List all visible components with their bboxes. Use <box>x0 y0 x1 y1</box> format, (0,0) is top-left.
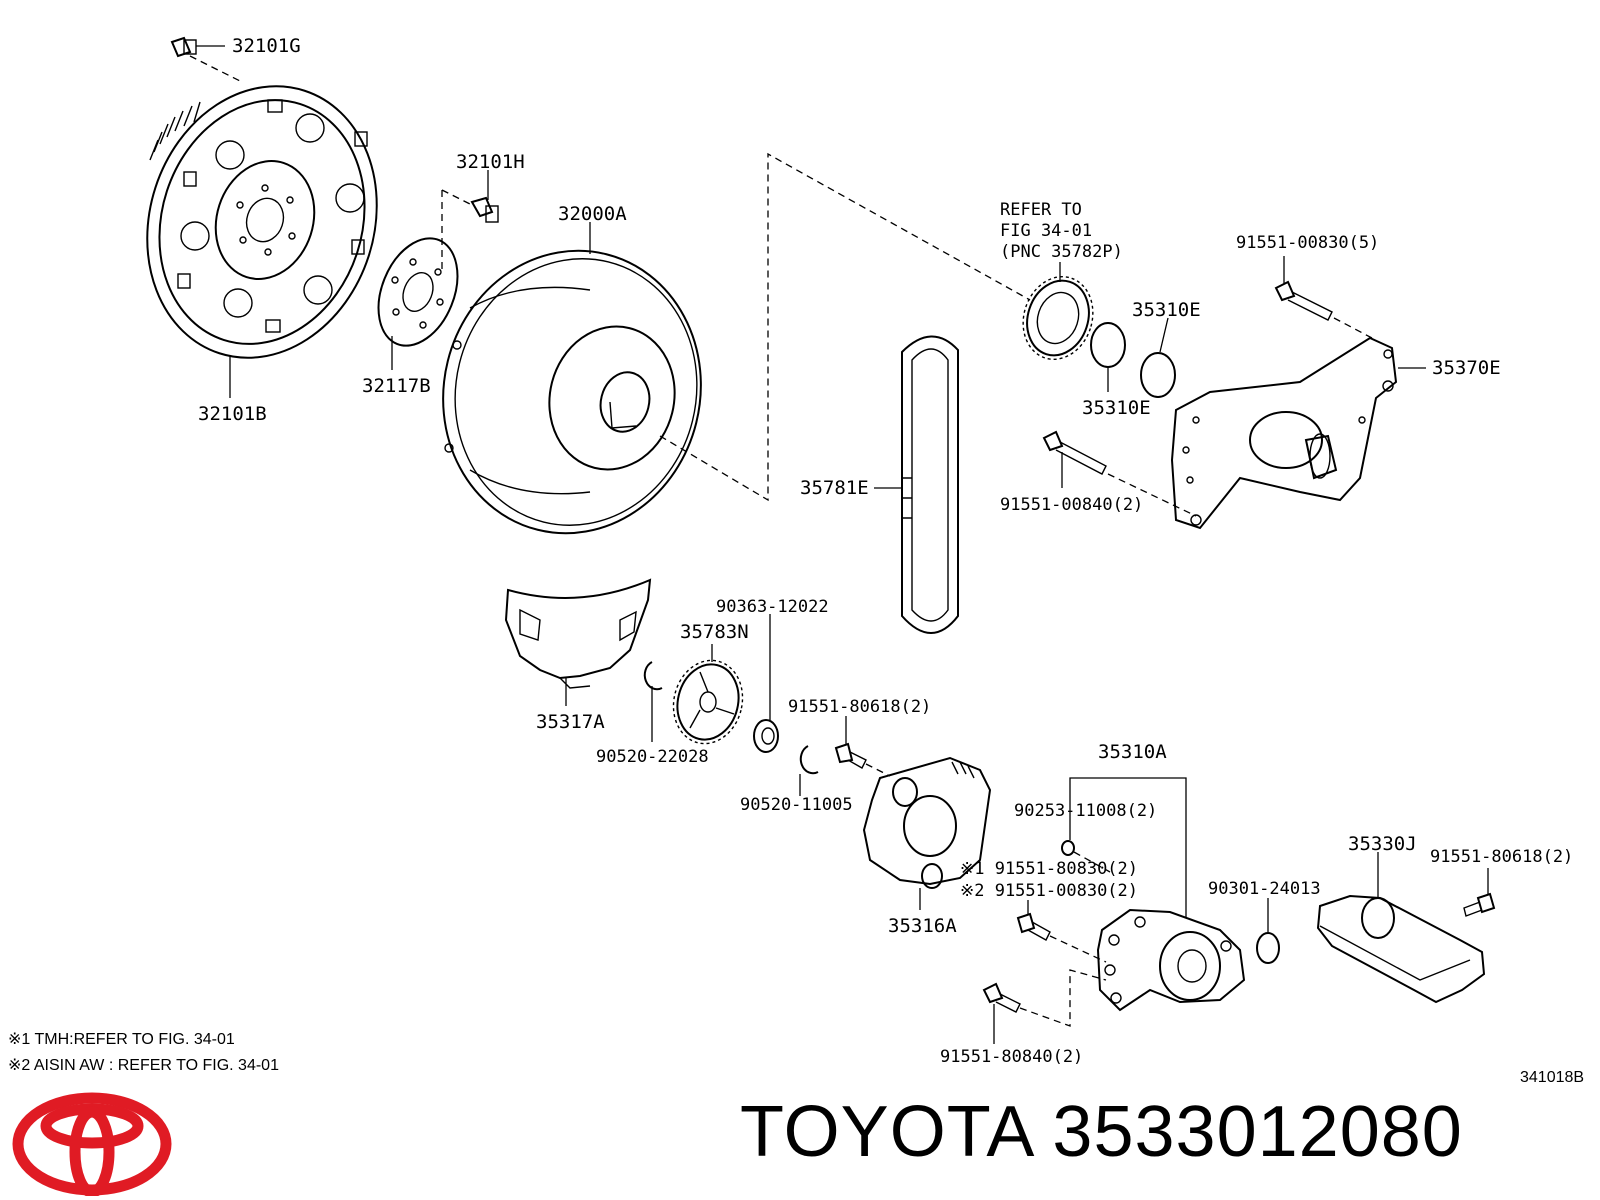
fastener-label: ※1 91551-80830(2) <box>960 859 1138 879</box>
fastener-label: 90253-11008(2) <box>1014 801 1157 821</box>
footnote: ※1 TMH:REFER TO FIG. 34-01 <box>8 1031 235 1048</box>
drive-chain-drawing <box>901 335 959 634</box>
bearing-icon <box>753 719 779 753</box>
bolt-icon <box>1042 430 1107 475</box>
bolt-icon <box>1016 912 1051 941</box>
drive-plate-drawing <box>377 237 459 347</box>
o-ring-icon <box>1140 352 1176 398</box>
bolt-icon <box>1463 892 1496 917</box>
snap-ring-icon <box>799 745 819 775</box>
driven-sprocket-drawing <box>672 659 744 745</box>
baffle-plate-drawing <box>504 578 652 689</box>
reference-note-line: REFER TO <box>1000 200 1082 220</box>
fastener-label: 91551-80618(2) <box>1430 847 1573 867</box>
o-ring-icon <box>1090 322 1126 368</box>
reference-note-line: (PNC 35782P) <box>1000 242 1123 262</box>
bolt-icon <box>1274 280 1333 321</box>
part-label: 32101H <box>456 151 525 173</box>
fastener-label: 90363-12022 <box>716 597 829 617</box>
bolt-icon <box>982 982 1021 1013</box>
fastener-label: 90520-11005 <box>740 795 853 815</box>
fastener-label: 90301-24013 <box>1208 879 1321 899</box>
part-label: 32000A <box>558 203 627 225</box>
sprocket-drawing <box>1022 275 1094 361</box>
part-label: 35310A <box>1098 741 1167 763</box>
fastener-label: 90520-22028 <box>596 747 709 767</box>
part-number-title: TOYOTA 3533012080 <box>740 1092 1463 1172</box>
bolt-icon <box>470 196 499 223</box>
part-label: 35330J <box>1348 833 1417 855</box>
flexplate-drawing <box>146 85 378 359</box>
oil-pump-drawing <box>1096 908 1246 1012</box>
pump-housing-drawing <box>1170 336 1398 530</box>
part-label: 35310E <box>1082 397 1151 419</box>
dowel-pin-icon <box>1061 840 1075 856</box>
bolt-icon <box>170 36 197 58</box>
part-label: 35310E <box>1132 299 1201 321</box>
reference-note-line: FIG 34-01 <box>1000 221 1092 241</box>
torque-converter-drawing <box>442 249 702 535</box>
footnote: ※2 AISIN AW : REFER TO FIG. 34-01 <box>8 1057 279 1074</box>
part-label: 35781E <box>800 477 869 499</box>
oil-strainer-drawing <box>1316 894 1486 1004</box>
toyota-logo-icon <box>12 1092 172 1196</box>
part-label: 32101G <box>232 35 301 57</box>
part-label: 32117B <box>362 375 431 397</box>
part-label: 35316A <box>888 915 957 937</box>
fastener-label: ※2 91551-00830(2) <box>960 881 1138 901</box>
part-label: 35370E <box>1432 357 1501 379</box>
fastener-label: 91551-00830(5) <box>1236 233 1379 253</box>
fastener-label: 91551-00840(2) <box>1000 495 1143 515</box>
part-label: 35317A <box>536 711 605 733</box>
pump-cover-drawing <box>862 756 992 889</box>
part-label: 35783N <box>680 621 749 643</box>
o-ring-icon <box>1256 932 1280 964</box>
snap-ring-icon <box>643 661 663 691</box>
fastener-label: 91551-80618(2) <box>788 697 931 717</box>
figure-code: 341018B <box>1520 1069 1584 1086</box>
part-label: 32101B <box>198 403 267 425</box>
bolt-icon <box>834 742 867 769</box>
fastener-label: 91551-80840(2) <box>940 1047 1083 1067</box>
